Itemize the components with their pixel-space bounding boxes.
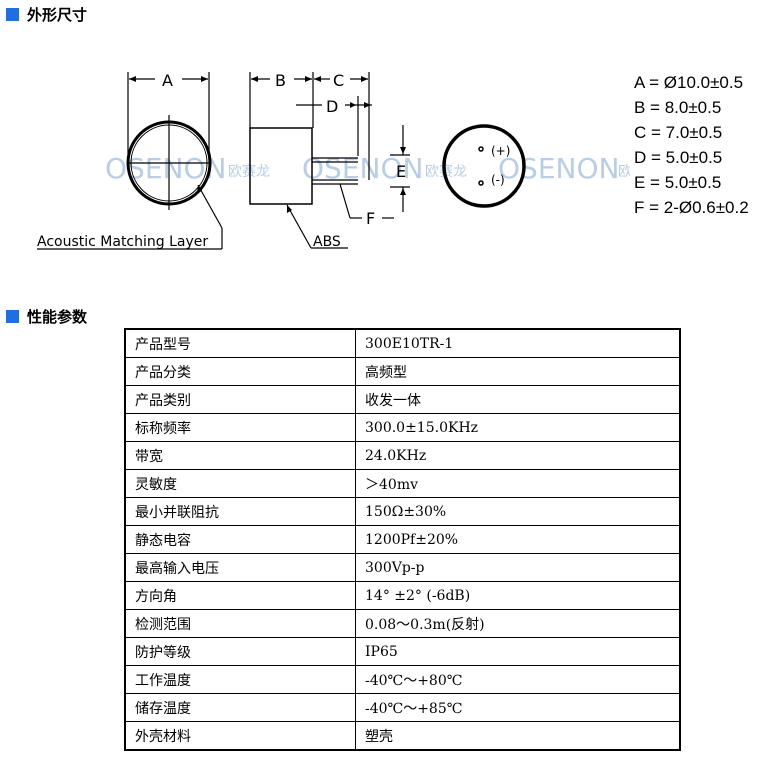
spec-value: 150Ω±30% <box>355 497 681 526</box>
dimension-item: D = 5.0±0.5 <box>634 148 723 167</box>
spec-value: IP65 <box>355 637 681 666</box>
spec-key: 方向角 <box>124 581 356 610</box>
spec-key: 防护等级 <box>124 637 356 666</box>
spec-value: 300.0±15.0KHz <box>355 413 681 442</box>
pin-plus-label: (+) <box>491 144 510 158</box>
label-f: F <box>366 209 375 228</box>
watermark-text-3: OSENON <box>498 152 619 185</box>
side-view-body <box>249 127 313 205</box>
spec-value: -40℃～+85℃ <box>355 693 681 722</box>
spec-key: 检测范围 <box>124 609 356 638</box>
label-d: D <box>326 97 338 116</box>
spec-value: 收发一体 <box>355 385 681 414</box>
spec-value: ＞40mv <box>355 469 681 498</box>
dimensions-section-header: 外形尺寸 <box>6 4 87 25</box>
label-c: C <box>333 71 344 90</box>
watermark: OSENON 欧赛龙 OSENON 欧赛龙 OSENON 欧赛龙 <box>105 152 630 185</box>
dimension-item: C = 7.0±0.5 <box>634 123 723 142</box>
label-e: E <box>396 162 406 181</box>
table-row: 外壳材料塑壳 <box>124 721 681 751</box>
pin-minus-hole <box>478 180 484 186</box>
spec-value: 300E10TR-1 <box>355 328 681 358</box>
acoustic-leader <box>197 184 223 229</box>
spec-key: 产品分类 <box>124 357 356 386</box>
spec-key: 产品型号 <box>124 328 356 358</box>
spec-key: 最高输入电压 <box>124 553 356 582</box>
table-row: 工作温度-40℃～+80℃ <box>124 665 681 694</box>
spec-key: 带宽 <box>124 441 356 470</box>
dimension-item: A = Ø10.0±0.5 <box>634 73 744 92</box>
dimension-item: B = 8.0±0.5 <box>634 98 722 117</box>
spec-value: 1200Pf±20% <box>355 525 681 554</box>
spec-key: 静态电容 <box>124 525 356 554</box>
spec-key: 产品类别 <box>124 385 356 414</box>
spec-value: 塑壳 <box>355 721 681 751</box>
pin-plus-hole <box>478 146 484 152</box>
specs-section-header: 性能参数 <box>6 306 87 327</box>
bottom-view-circle <box>442 124 526 208</box>
dimension-diagram: OSENON 欧赛龙 OSENON 欧赛龙 OSENON 欧赛龙 A Acous… <box>37 71 630 250</box>
spec-value: -40℃～+80℃ <box>355 665 681 694</box>
spec-value: 0.08～0.3m(反射) <box>355 609 681 638</box>
table-row: 储存温度-40℃～+85℃ <box>124 693 681 722</box>
spec-value: 24.0KHz <box>355 441 681 470</box>
dimension-item: F = 2-Ø0.6±0.2 <box>634 198 749 217</box>
pin-minus-label: (-) <box>491 173 505 187</box>
blue-square-icon <box>6 8 19 21</box>
acoustic-layer-label: Acoustic Matching Layer <box>37 234 208 250</box>
spec-key: 储存温度 <box>124 693 356 722</box>
blue-square-icon <box>6 310 19 323</box>
spec-key: 灵敏度 <box>124 469 356 498</box>
table-row: 灵敏度＞40mv <box>124 469 681 498</box>
dimension-item: E = 5.0±0.5 <box>634 173 722 192</box>
specs-section-title: 性能参数 <box>27 308 88 326</box>
label-a: A <box>162 71 173 90</box>
spec-key: 工作温度 <box>124 665 356 694</box>
spec-value: 14° ±2° (-6dB) <box>355 581 681 610</box>
table-row: 产品类别收发一体 <box>124 385 681 414</box>
spec-value: 300Vp-p <box>355 553 681 582</box>
spec-key: 标称频率 <box>124 413 356 442</box>
spec-value: 高频型 <box>355 357 681 386</box>
spec-key: 最小并联阻抗 <box>124 497 356 526</box>
dimensions-section-title: 外形尺寸 <box>27 6 88 24</box>
watermark-cn-3: 欧赛龙 <box>618 164 630 180</box>
abs-leader <box>286 204 312 249</box>
watermark-cn-1: 欧赛龙 <box>228 164 270 180</box>
abs-label: ABS <box>313 234 341 250</box>
table-row: 产品分类高频型 <box>124 357 681 386</box>
spec-key: 外壳材料 <box>124 721 356 751</box>
label-b: B <box>275 71 286 90</box>
f-leader <box>339 183 351 219</box>
dimension-list: A = Ø10.0±0.5 B = 8.0±0.5 C = 7.0±0.5 D = 5… <box>634 70 749 220</box>
